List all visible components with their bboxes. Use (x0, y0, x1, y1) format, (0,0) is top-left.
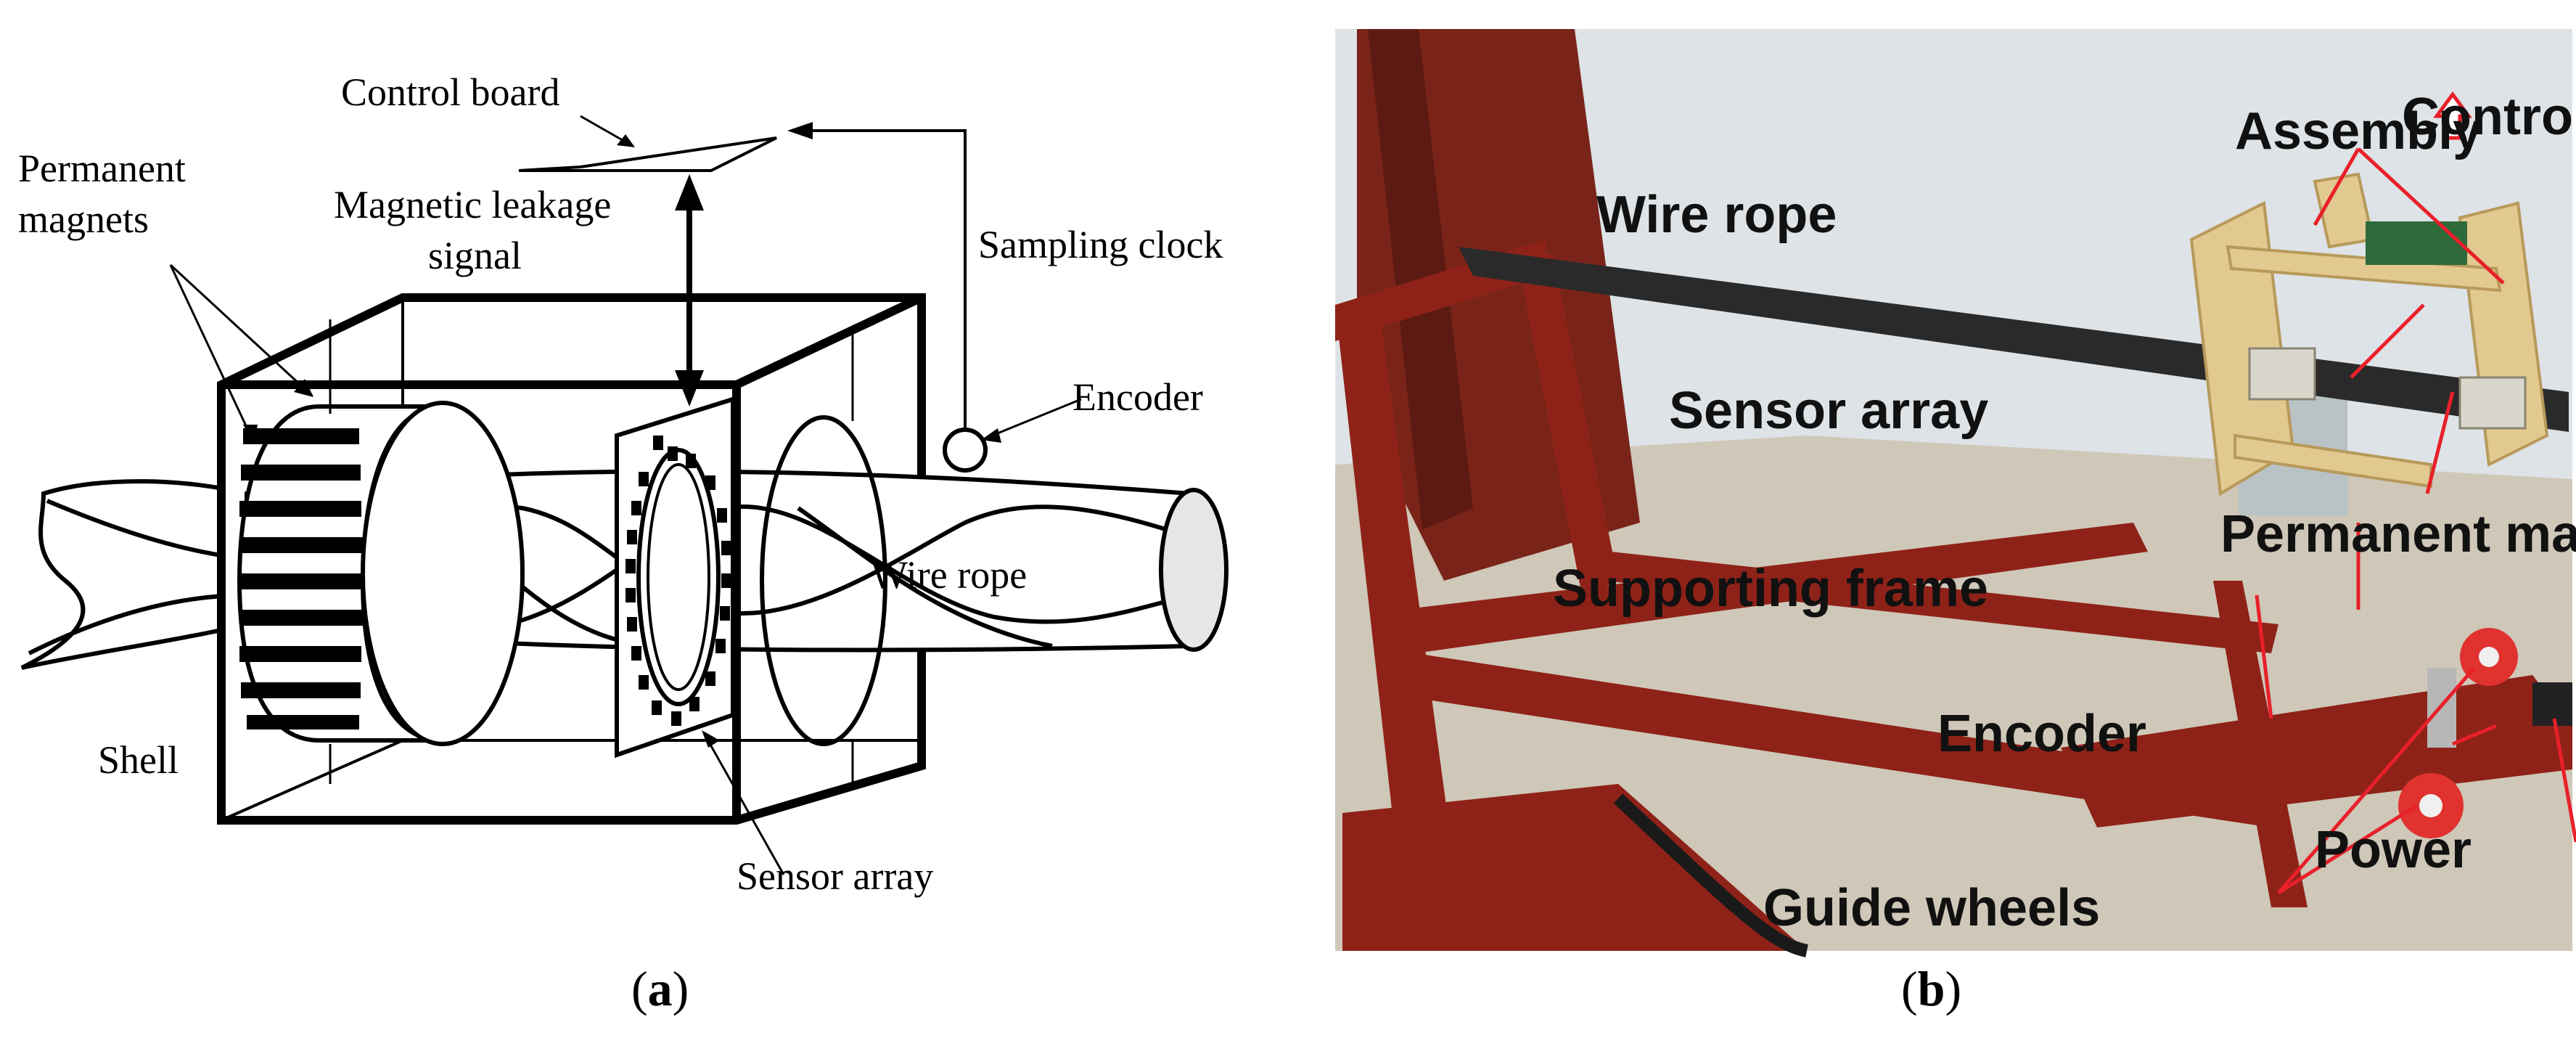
label-permanent-magnets-line2: magnets (18, 197, 149, 241)
label-sensor-array: Sensor array (737, 854, 933, 898)
encoder-wheel (943, 428, 988, 473)
label-wire-rope-photo: Wire rope (1596, 186, 1837, 244)
label-control-board: Control board (341, 70, 559, 114)
shell-inner-lines (329, 319, 854, 784)
label-controller: Controller (2402, 88, 2576, 146)
label-encoder-photo: Encoder (1937, 705, 2146, 763)
label-encoder: Encoder (1072, 375, 1203, 419)
label-magnetic-leakage-line2: signal (428, 234, 522, 277)
permanent-magnet-ring-right (760, 415, 887, 746)
caption-a: (a) (631, 961, 689, 1016)
shell-box-front (217, 293, 924, 825)
label-permanent-magnets-line1: Permanent (18, 147, 186, 190)
label-wire-rope: Wire rope (871, 553, 1027, 597)
leader-lines (169, 115, 1082, 875)
label-supporting-frame: Supporting frame (1553, 560, 1988, 618)
label-shell: Shell (98, 738, 179, 782)
photo-scene (1335, 29, 2572, 957)
label-sensor-array-photo: Sensor array (1669, 382, 1988, 440)
label-sampling-clock: Sampling clock (978, 223, 1223, 266)
magnetic-leakage-arrow (675, 174, 704, 406)
label-guide-wheels: Guide wheels (1763, 879, 2100, 937)
label-power: Power (2315, 821, 2472, 879)
wire-rope-left-end (20, 479, 249, 670)
annotation-lines (2255, 147, 2576, 895)
label-assembly: Assembly (2235, 102, 2482, 160)
label-magnetic-leakage-line1: Magnetic leakage (334, 183, 611, 226)
permanent-magnet-ring-left (237, 401, 525, 746)
label-permanent-magnets-photo: Permanent magnets (2220, 505, 2576, 563)
panel-b-photo: Assembly Controller Wire rope Sensor arr… (1299, 0, 2576, 1038)
leader-arrowheads (243, 134, 1001, 748)
control-board (518, 136, 777, 172)
controller-arrow (2433, 91, 2472, 140)
sensor-array-plate (615, 396, 735, 759)
photo-test-rig: Assembly Controller Wire rope Sensor arr… (1335, 29, 2576, 1016)
sampling-clock-line (787, 122, 967, 430)
panel-a-schematic: Control board Permanent magnets Magnetic… (18, 70, 1228, 1016)
caption-b: (b) (1901, 961, 1961, 1016)
schematic-diagram: Control board Permanent magnets Magnetic… (18, 70, 1228, 1016)
